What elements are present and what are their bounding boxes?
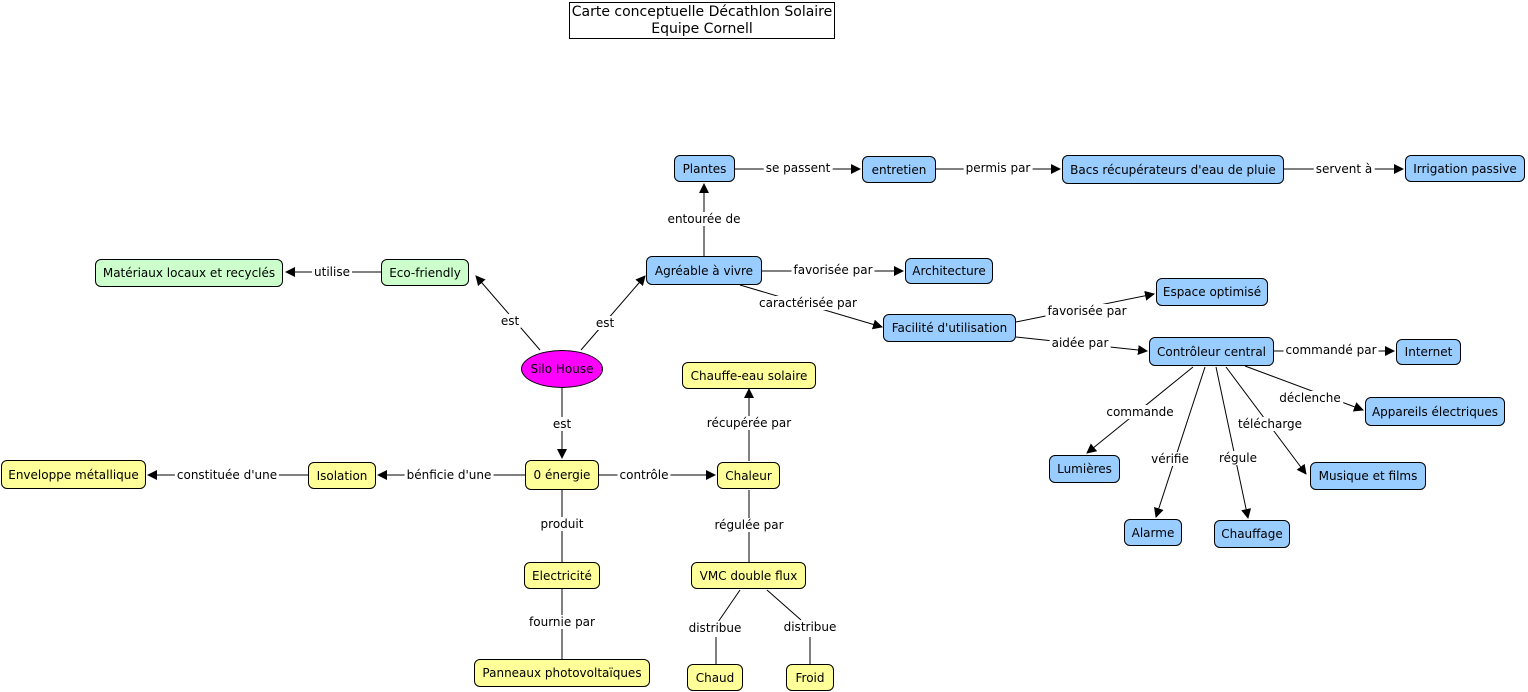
node-electricite[interactable]: Electricité (524, 562, 600, 589)
link-recuperee-par: récupérée par (704, 416, 794, 430)
node-froid[interactable]: Froid (786, 664, 834, 691)
link-constituee-dune: constituée d'une (174, 468, 280, 482)
link-fournie-par: fournie par (527, 615, 597, 629)
link-commande: commande (1104, 405, 1176, 419)
node-facilite[interactable]: Facilité d'utilisation (883, 314, 1016, 342)
link-controle: contrôle (617, 468, 671, 482)
node-eco-friendly[interactable]: Eco-friendly (381, 259, 469, 286)
link-se-passent: se passent (763, 161, 833, 175)
node-entretien[interactable]: entretien (862, 156, 936, 183)
link-aidee-par: aidée par (1049, 336, 1111, 350)
node-isolation[interactable]: Isolation (308, 462, 376, 489)
link-distribue-right: distribue (781, 620, 839, 634)
link-utilise: utilise (312, 265, 352, 279)
node-alarme[interactable]: Alarme (1124, 519, 1182, 546)
node-lumieres[interactable]: Lumières (1049, 455, 1120, 483)
node-plantes[interactable]: Plantes (674, 155, 735, 182)
node-espace[interactable]: Espace optimisé (1156, 278, 1268, 306)
node-bacs[interactable]: Bacs récupérateurs d'eau de pluie (1062, 155, 1284, 184)
node-zero-energie[interactable]: 0 énergie (525, 460, 599, 490)
edge-vmc-chaud (715, 589, 741, 626)
map-title: Carte conceptuelle Décathlon Solaire Equ… (569, 2, 835, 39)
link-commande-par: commandé par (1283, 343, 1379, 357)
link-est-left: est (498, 314, 522, 328)
link-entouree-de: entourée de (665, 212, 743, 226)
node-panneaux[interactable]: Panneaux photovoltaïques (474, 659, 650, 687)
link-declenche: déclenche (1277, 391, 1343, 405)
node-irrigation[interactable]: Irrigation passive (1405, 155, 1525, 182)
node-chaud[interactable]: Chaud (687, 664, 743, 691)
node-controleur[interactable]: Contrôleur central (1149, 337, 1274, 366)
node-enveloppe[interactable]: Enveloppe métallique (1, 460, 146, 489)
link-distribue-left: distribue (686, 621, 744, 635)
node-appareils[interactable]: Appareils électriques (1365, 397, 1505, 426)
edge-controleur-appareils (1244, 365, 1364, 412)
link-regule: régule (1217, 451, 1259, 465)
link-verifie: vérifie (1149, 452, 1191, 466)
node-chauffage[interactable]: Chauffage (1214, 520, 1290, 548)
node-internet[interactable]: Internet (1396, 339, 1461, 365)
edge-controleur-alarme (1154, 366, 1206, 518)
link-telecharge: télécharge (1235, 417, 1305, 431)
link-favorisee-par-espace: favorisée par (1045, 304, 1129, 318)
link-regulee-par: régulée par (712, 518, 786, 532)
title-line-2: Equipe Cornell (651, 21, 753, 37)
edge-controleur-chauffage (1215, 366, 1252, 519)
node-chauffe-eau[interactable]: Chauffe-eau solaire (682, 362, 816, 389)
edge-silo-agreable (580, 275, 646, 351)
title-line-1: Carte conceptuelle Décathlon Solaire (571, 4, 833, 20)
node-silo-house[interactable]: Silo House (521, 350, 603, 388)
link-benficie-dune: bénficie d'une (404, 468, 494, 482)
link-produit: produit (538, 517, 586, 531)
node-chaleur[interactable]: Chaleur (717, 462, 780, 489)
link-permis-par: permis par (963, 161, 1033, 175)
link-est-down: est (550, 417, 574, 431)
link-est-right: est (593, 316, 617, 330)
node-agreable[interactable]: Agréable à vivre (646, 256, 762, 285)
node-vmc[interactable]: VMC double flux (691, 562, 806, 589)
link-favorisee-par-architecture: favorisée par (791, 263, 875, 277)
node-musique[interactable]: Musique et films (1310, 462, 1426, 490)
node-architecture[interactable]: Architecture (905, 258, 993, 284)
node-materiaux[interactable]: Matériaux locaux et recyclés (95, 259, 283, 287)
link-servent-a: servent à (1313, 162, 1375, 176)
link-caracterisee-par: caractérisée par (757, 296, 859, 310)
edge-silo-eco (475, 275, 541, 351)
edge-vmc-froid (766, 589, 802, 621)
